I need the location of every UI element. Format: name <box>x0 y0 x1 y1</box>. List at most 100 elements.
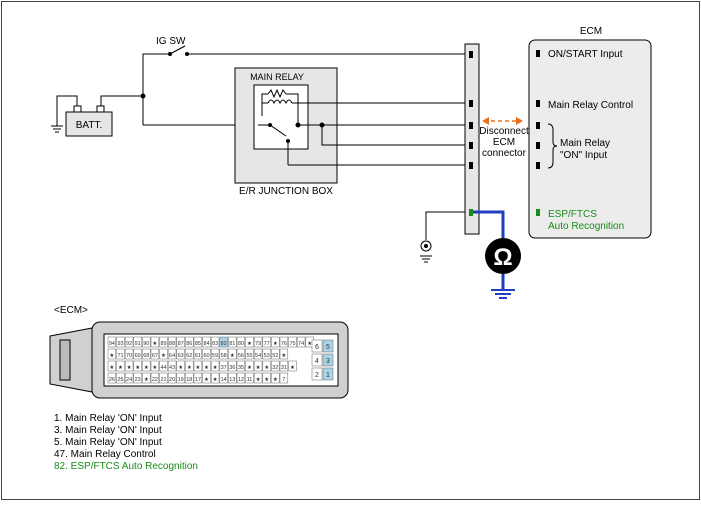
connector-pin-cell <box>253 348 263 360</box>
connector-latch <box>59 339 71 381</box>
connector-pin-label: 90 <box>143 341 149 347</box>
connector-pin-label: 7 <box>282 377 285 383</box>
connector-pin-label: 52 <box>272 353 278 359</box>
connector-pin-3 <box>469 122 473 129</box>
ecm-pin-on-start <box>536 50 540 57</box>
ecm-pin-on-input-1 <box>536 122 540 129</box>
connector-pin-cell <box>150 336 160 348</box>
connector-pin-cell <box>253 336 263 348</box>
connector-pin-cell <box>228 336 237 348</box>
connector-pin-cell <box>167 348 177 360</box>
disconnect-indicator: Disconnect ECM connector <box>479 117 529 159</box>
connector-pin-cell <box>107 348 117 360</box>
connector-pin-label: 61 <box>195 353 201 359</box>
connector-pin-cell <box>133 360 142 372</box>
connector-pin-cell <box>245 336 254 348</box>
connector-pin-label: 74 <box>298 341 304 347</box>
legend-item: 3. Main Relay 'ON' Input <box>54 425 162 436</box>
relay-coil <box>267 99 293 105</box>
connector-pin-label: 63 <box>178 353 184 359</box>
connector-pin-label: 84 <box>203 341 209 347</box>
ecm-pin-esp <box>536 209 540 216</box>
connector-pin-cell <box>150 348 160 360</box>
connector-pin-label: 22 <box>152 377 158 383</box>
relay-resistor <box>267 88 287 99</box>
connector-pin-label: 19 <box>178 377 184 383</box>
junction-box-label: E/R JUNCTION BOX <box>239 186 333 197</box>
connector-pin-cell <box>107 372 117 384</box>
connector-pin-cell <box>262 360 271 372</box>
connector-side-pin-label: 6 <box>315 344 319 351</box>
connector-pin-label: 55 <box>246 353 252 359</box>
connector-pin-cell <box>116 372 125 384</box>
connector-pin-cell <box>271 336 280 348</box>
battery-terminal-negative <box>73 105 82 113</box>
connector-pin-label: 76 <box>281 341 287 347</box>
connector-pin-cell <box>133 348 142 360</box>
connector-pin-label: 88 <box>169 341 175 347</box>
connector-pin-label: 87 <box>178 341 184 347</box>
connector-pin-label: ★ <box>307 340 312 347</box>
connector-pin-cell <box>219 360 228 372</box>
connector-pin-label: 18 <box>186 377 192 383</box>
connector-side-pin-cell <box>322 353 334 367</box>
battery-positive-wire <box>100 95 143 106</box>
connector-pin-label: 70 <box>126 353 132 359</box>
wire-ground-probe <box>425 211 470 240</box>
connector-pin-label: 85 <box>195 341 201 347</box>
ecm-brace <box>547 123 558 169</box>
connector-pin-cell <box>124 372 134 384</box>
connector-pin-cell <box>116 348 125 360</box>
connector-pin-label: 21 <box>160 377 166 383</box>
connector-pin-cell <box>124 336 134 348</box>
connector-side-pin-label: 4 <box>315 358 319 365</box>
connector-pin-cell <box>236 348 246 360</box>
connector-pin-label: 64 <box>169 353 175 359</box>
connector-pin-cell <box>262 348 271 360</box>
connector-pin-cell <box>219 372 228 384</box>
connector-pin-label: ★ <box>290 364 295 371</box>
probe-terminal-center <box>424 244 428 248</box>
connector-pin-label: ★ <box>230 352 235 359</box>
legend-item: 5. Main Relay 'ON' Input <box>54 437 162 448</box>
connector-pin-label: 69 <box>135 353 141 359</box>
connector-pin-label: ★ <box>152 364 157 371</box>
connector-pin-5 <box>469 162 473 169</box>
connector-pin-label: ★ <box>161 352 166 359</box>
connector-pin-cell <box>150 360 160 372</box>
connector-pin-label: 89 <box>160 341 166 347</box>
connector-pin-label: 80 <box>238 341 244 347</box>
ecm-label-on-input-1: Main Relay <box>560 138 610 149</box>
disconnect-arrow-right <box>516 117 523 125</box>
connector-pin-cell <box>176 372 185 384</box>
connector-pin-label: 53 <box>264 353 270 359</box>
connector-side-pin-cell <box>322 339 334 353</box>
connector-pin-cell <box>219 348 228 360</box>
connector-side-pin-cell <box>311 339 323 353</box>
connector-side-pin-cell <box>311 367 323 381</box>
wire-relay-on-2 <box>321 125 470 146</box>
connector-pin-cell <box>253 372 263 384</box>
connector-pin-cell <box>262 336 271 348</box>
connector-pin-cell <box>185 360 194 372</box>
connector-pin-cell <box>193 360 203 372</box>
connector-pin-label: 81 <box>229 341 235 347</box>
connector-pin-label: 59 <box>212 353 218 359</box>
battery-terminal-positive <box>96 105 105 113</box>
connector-pin-cell <box>245 372 254 384</box>
connector-pin-4 <box>469 142 473 149</box>
connector-pin-label: 75 <box>289 341 295 347</box>
connector-pin-cell <box>236 372 246 384</box>
ecm-pin-on-input-3 <box>536 142 540 149</box>
ecm-body <box>528 39 652 239</box>
battery: BATT. <box>51 95 143 137</box>
connector-pin-cell <box>133 336 142 348</box>
connector-pin-label: ★ <box>204 376 209 383</box>
connector-pin-label: 54 <box>255 353 261 359</box>
ecm-pin-relay-control <box>536 100 540 107</box>
connector-pin-label: 77 <box>264 341 270 347</box>
connector-pin-label: ★ <box>109 352 114 359</box>
connector-pin-label: 24 <box>126 377 132 383</box>
